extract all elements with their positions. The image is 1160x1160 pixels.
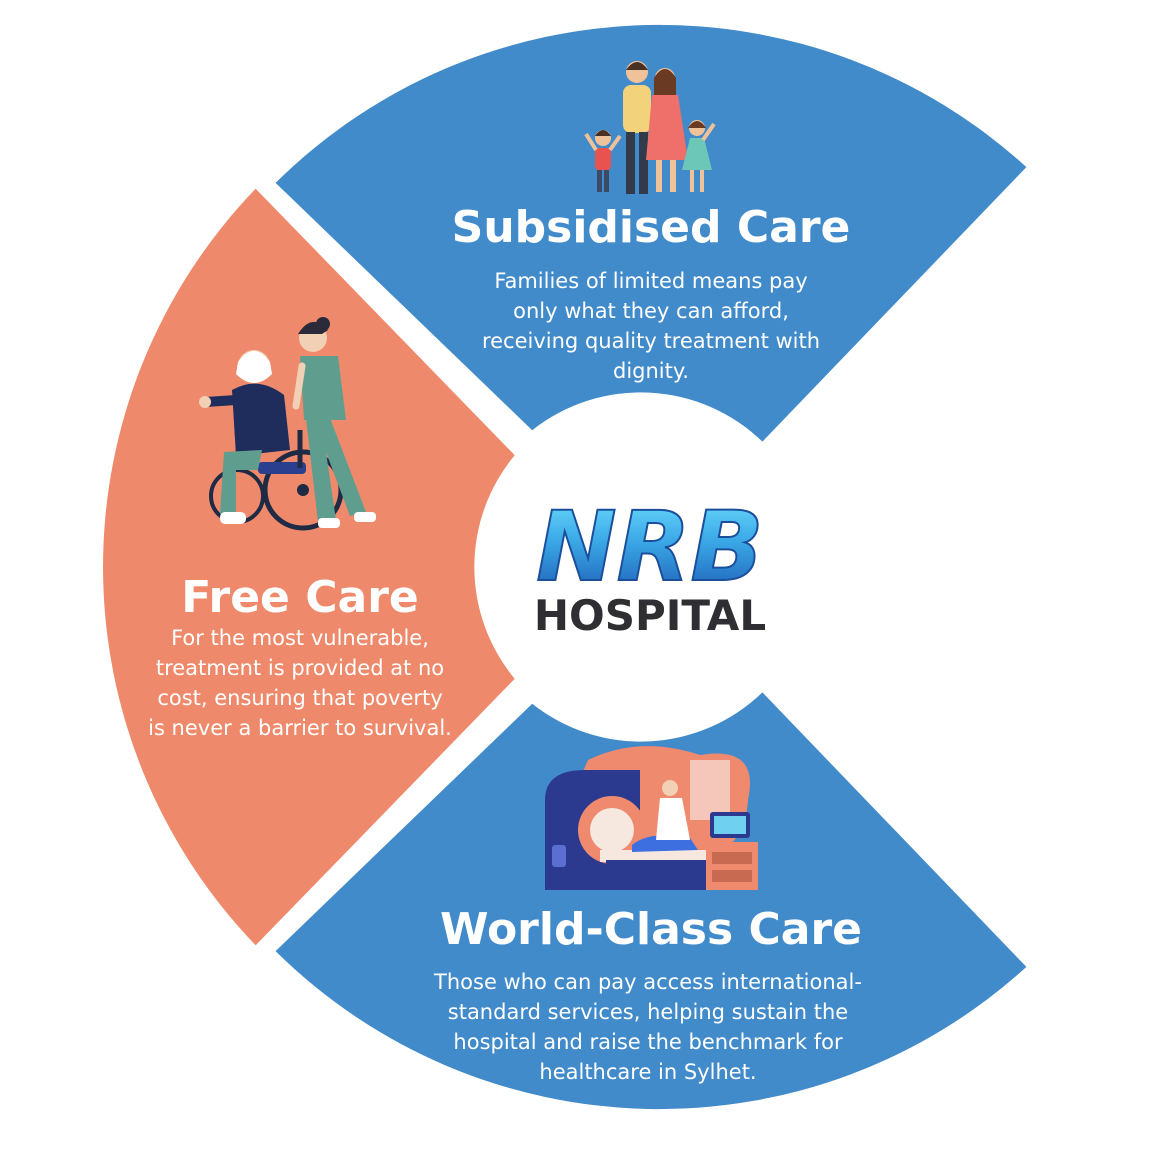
nrb-hospital-logo: NRB HOSPITAL xyxy=(534,490,766,640)
subsidised-care-line: Families of limited means pay xyxy=(494,269,807,293)
segment-subsidised-care xyxy=(275,24,1027,442)
free-care-line: cost, ensuring that poverty xyxy=(157,686,442,710)
segment-world-class-care xyxy=(275,692,1027,1110)
logo-subtitle: HOSPITAL xyxy=(534,591,766,640)
subsidised-care-line: only what they can afford, xyxy=(513,299,789,323)
subsidised-care-title: Subsidised Care xyxy=(452,202,851,253)
subsidised-care-line: receiving quality treatment with xyxy=(482,329,820,353)
subsidised-care-line: dignity. xyxy=(613,359,689,383)
world-class-care-line: hospital and raise the benchmark for xyxy=(453,1030,843,1054)
world-class-care-title: World-Class Care xyxy=(440,904,862,955)
free-care-line: For the most vulnerable, xyxy=(171,626,429,650)
free-care-title: Free Care xyxy=(181,572,418,623)
world-class-care-line: Those who can pay access international- xyxy=(433,970,862,994)
free-care-line: treatment is provided at no xyxy=(156,656,444,680)
segment-free-care xyxy=(103,188,515,946)
nurse-wheelchair-illustration xyxy=(199,317,376,531)
family-illustration xyxy=(584,61,716,194)
logo-mark: NRB xyxy=(536,491,763,603)
world-class-care-line: healthcare in Sylhet. xyxy=(539,1060,756,1084)
mri-scanner-illustration xyxy=(545,746,758,890)
free-care-line: is never a barrier to survival. xyxy=(148,716,452,740)
world-class-care-line: standard services, helping sustain the xyxy=(448,1000,848,1024)
